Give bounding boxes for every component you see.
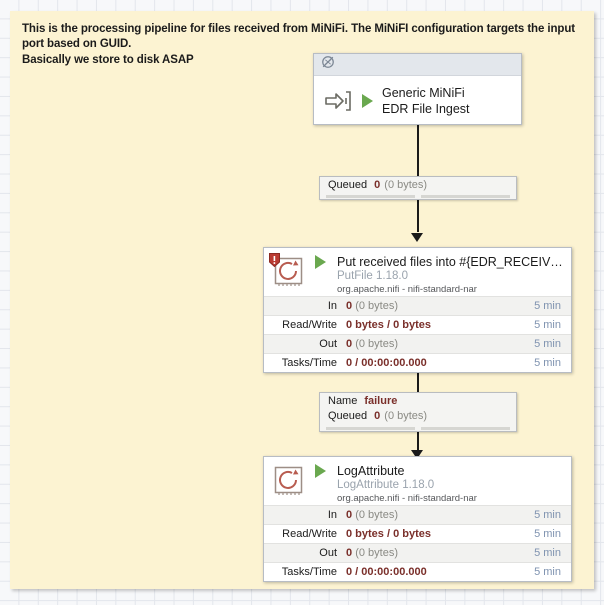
input-port-header bbox=[314, 54, 521, 76]
stat-value-detail: (0 bytes) bbox=[355, 547, 398, 559]
processor-header-logattribute: LogAttribute LogAttribute 1.18.0 org.apa… bbox=[264, 457, 571, 505]
processor-type: PutFile 1.18.0 bbox=[337, 270, 408, 283]
stat-row: Read/Write 0 bytes / 0 bytes 5 min bbox=[264, 315, 571, 334]
connection-row-name: Name failure bbox=[320, 393, 516, 408]
stat-time: 5 min bbox=[534, 509, 561, 521]
stat-value: 0 bytes / 0 bytes bbox=[346, 528, 534, 540]
processor-glyph-icon bbox=[274, 466, 303, 495]
stat-value: 0 (0 bytes) bbox=[346, 547, 534, 559]
canvas-label-text: This is the processing pipeline for file… bbox=[22, 23, 575, 66]
stat-value-detail: (0 bytes) bbox=[355, 338, 398, 350]
connection-label-port-to-putfile[interactable]: Queued 0 (0 bytes) bbox=[319, 176, 517, 200]
running-play-icon bbox=[315, 255, 326, 269]
stat-label: Out bbox=[319, 547, 337, 559]
stat-value: 0 (0 bytes) bbox=[346, 300, 534, 312]
stat-label: In bbox=[327, 300, 337, 312]
processor-name: LogAttribute bbox=[337, 464, 405, 478]
processor-header-putfile: Put received files into #{EDR_RECEIV… Pu… bbox=[264, 248, 571, 296]
connection-line-port-to-putfile-lower[interactable] bbox=[417, 200, 419, 232]
stat-value: 0 bytes / 0 bytes bbox=[346, 319, 534, 331]
stat-value: 0 (0 bytes) bbox=[346, 509, 534, 521]
input-port-name: Generic MiNiFi EDR File Ingest bbox=[382, 85, 470, 116]
stat-value-main: 0 / 00:00:00.000 bbox=[346, 357, 427, 369]
stat-time: 5 min bbox=[534, 566, 561, 578]
processor-type: LogAttribute 1.18.0 bbox=[337, 479, 435, 492]
stat-label: Read/Write bbox=[282, 319, 337, 331]
stat-time: 5 min bbox=[534, 338, 561, 350]
stat-time: 5 min bbox=[534, 319, 561, 331]
connection-queued-size: (0 bytes) bbox=[384, 410, 428, 422]
connection-queued-count: 0 bbox=[374, 410, 381, 422]
stat-row: Out 0 (0 bytes) 5 min bbox=[264, 543, 571, 562]
stat-row: Tasks/Time 0 / 00:00:00.000 5 min bbox=[264, 562, 571, 581]
processor-bundle: org.apache.nifi - nifi-standard-nar bbox=[337, 493, 477, 505]
stat-label: In bbox=[327, 509, 337, 521]
stat-time: 5 min bbox=[534, 547, 561, 559]
stat-value-main: 0 / 00:00:00.000 bbox=[346, 566, 427, 578]
stat-time: 5 min bbox=[534, 300, 561, 312]
processor-node-putfile[interactable]: Put received files into #{EDR_RECEIV… Pu… bbox=[263, 247, 572, 373]
stat-label: Tasks/Time bbox=[281, 566, 337, 578]
transmission-disabled-icon[interactable] bbox=[321, 55, 335, 74]
stat-time: 5 min bbox=[534, 528, 561, 540]
stat-time: 5 min bbox=[534, 357, 561, 369]
stat-label: Out bbox=[319, 338, 337, 350]
stat-value-main: 0 bbox=[346, 509, 353, 521]
stat-row: In 0 (0 bytes) 5 min bbox=[264, 296, 571, 315]
connection-name-label: Name bbox=[328, 395, 358, 407]
stat-label: Tasks/Time bbox=[281, 357, 337, 369]
stat-value: 0 / 00:00:00.000 bbox=[346, 357, 534, 369]
connection-queued-label: Queued bbox=[328, 179, 368, 191]
stat-label: Read/Write bbox=[282, 528, 337, 540]
connection-name-value: failure bbox=[364, 395, 398, 407]
input-port-icon bbox=[322, 86, 356, 116]
stat-value-main: 0 bbox=[346, 300, 353, 312]
stat-row: Out 0 (0 bytes) 5 min bbox=[264, 334, 571, 353]
stat-value: 0 / 00:00:00.000 bbox=[346, 566, 534, 578]
connection-arrowhead-putfile bbox=[411, 233, 423, 242]
running-play-icon bbox=[315, 464, 326, 478]
stat-value: 0 (0 bytes) bbox=[346, 338, 534, 350]
processor-bundle: org.apache.nifi - nifi-standard-nar bbox=[337, 284, 477, 296]
running-play-icon bbox=[362, 93, 373, 108]
connection-label-putfile-failure[interactable]: Name failure Queued 0 (0 bytes) bbox=[319, 392, 517, 432]
processor-node-logattribute[interactable]: LogAttribute LogAttribute 1.18.0 org.apa… bbox=[263, 456, 572, 582]
connection-line-putfile-to-logattribute-lower[interactable] bbox=[417, 432, 419, 451]
processor-titles-logattribute: LogAttribute LogAttribute 1.18.0 org.apa… bbox=[335, 464, 477, 506]
input-port-body: Generic MiNiFi EDR File Ingest bbox=[314, 76, 521, 125]
connection-line-port-to-putfile[interactable] bbox=[417, 125, 419, 176]
stat-value-main: 0 bytes / 0 bytes bbox=[346, 528, 431, 540]
connection-line-putfile-to-logattribute[interactable] bbox=[417, 361, 419, 392]
stat-value-main: 0 bbox=[346, 547, 353, 559]
stat-value-main: 0 bbox=[346, 338, 353, 350]
processor-name: Put received files into #{EDR_RECEIV… bbox=[337, 255, 563, 269]
processor-titles-putfile: Put received files into #{EDR_RECEIV… Pu… bbox=[335, 255, 563, 297]
processor-icon-wrap-logattribute bbox=[271, 464, 309, 500]
input-port-node[interactable]: Generic MiNiFi EDR File Ingest bbox=[313, 53, 522, 125]
processor-icon-wrap-putfile bbox=[269, 253, 309, 291]
warning-bulletin-icon[interactable] bbox=[269, 253, 280, 268]
connection-row-queued: Queued 0 (0 bytes) bbox=[320, 408, 516, 423]
stat-row: In 0 (0 bytes) 5 min bbox=[264, 505, 571, 524]
connection-queued-count: 0 bbox=[374, 179, 381, 191]
stat-row: Tasks/Time 0 / 00:00:00.000 5 min bbox=[264, 353, 571, 372]
stat-value-detail: (0 bytes) bbox=[355, 509, 398, 521]
connection-queued-label: Queued bbox=[328, 410, 368, 422]
connection-fill-bars bbox=[320, 427, 516, 430]
stat-value-main: 0 bytes / 0 bytes bbox=[346, 319, 431, 331]
connection-row-queued: Queued 0 (0 bytes) bbox=[320, 177, 516, 192]
stat-row: Read/Write 0 bytes / 0 bytes 5 min bbox=[264, 524, 571, 543]
connection-fill-bars bbox=[320, 195, 516, 198]
connection-arrowhead-logattribute bbox=[411, 450, 423, 459]
stat-value-detail: (0 bytes) bbox=[355, 300, 398, 312]
processor-glyph-icon bbox=[274, 257, 303, 286]
connection-queued-size: (0 bytes) bbox=[384, 179, 428, 191]
